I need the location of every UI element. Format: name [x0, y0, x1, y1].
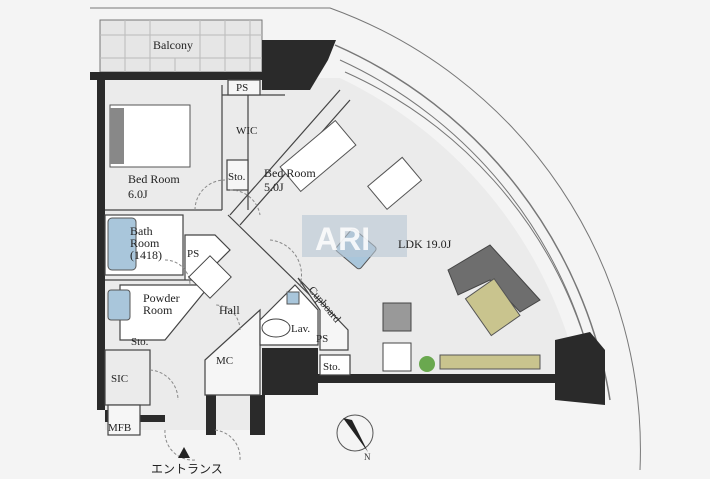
balcony-label: Balcony	[153, 38, 193, 52]
bedroom2-size: 5.0J	[264, 180, 284, 194]
bath-label-2: Room	[130, 236, 160, 250]
sto-wic-label: Sto.	[228, 171, 246, 183]
ldk-label: LDK 19.0J	[398, 237, 452, 251]
mfb-label: MFB	[108, 422, 131, 434]
sto-bottom-label: Sto.	[323, 361, 341, 373]
fixtures	[107, 156, 541, 372]
ps-top-label: PS	[236, 82, 248, 94]
hall-label: Hall	[219, 303, 240, 317]
entrance-label: エントランス	[151, 462, 223, 476]
sic-label: SIC	[111, 373, 128, 385]
ps-bath-label: PS	[187, 248, 199, 260]
lav-label: Lav.	[291, 323, 310, 335]
outer-boundary-arcs	[90, 7, 641, 471]
sto-powder-label: Sto.	[131, 336, 149, 348]
ps-lav-label: PS	[316, 333, 328, 345]
watermark: ARI	[302, 215, 407, 257]
watermark-text: ARI	[315, 221, 370, 257]
balcony: Balcony	[99, 19, 263, 73]
entrance-arrow-icon	[178, 447, 190, 458]
bath-label-3: (1418)	[130, 248, 162, 262]
wic-label: WIC	[236, 125, 257, 137]
bath-label-1: Bath	[130, 224, 153, 238]
bedroom1-size: 6.0J	[128, 187, 148, 201]
door-swings	[149, 179, 303, 461]
powder-label-2: Room	[143, 303, 173, 317]
mc-label: MC	[216, 355, 233, 367]
powder-label-1: Powder	[143, 291, 180, 305]
walls	[90, 40, 605, 435]
bedroom2-label: Bed Room	[264, 166, 316, 180]
compass-icon: N	[336, 414, 374, 462]
compass-north-label: N	[364, 452, 371, 462]
beds	[109, 104, 357, 193]
bedroom1-label: Bed Room	[128, 172, 180, 186]
